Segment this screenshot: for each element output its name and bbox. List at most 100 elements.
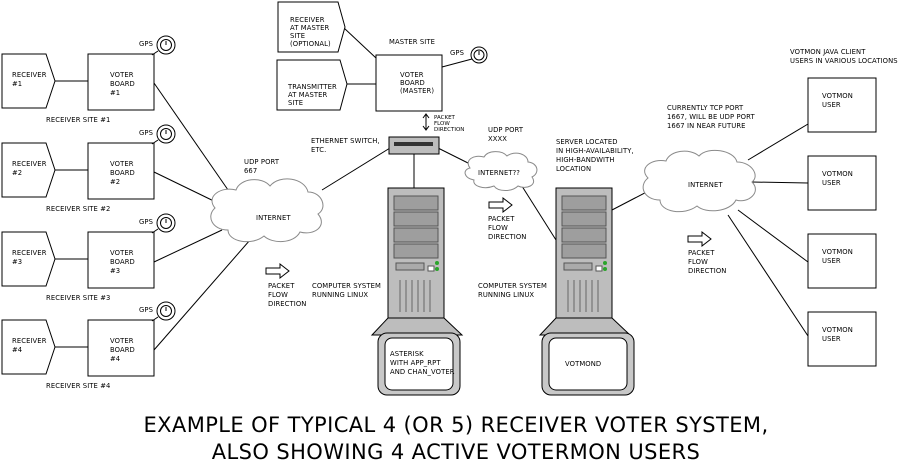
tcp-port-label: CURRENTLY TCP PORT 1667, WILL BE UDP POR… <box>667 104 757 130</box>
link-voter2-internet <box>153 171 223 206</box>
internet-right-label: INTERNET <box>688 181 723 189</box>
server-location-label: SERVER LOCATED IN HIGH-AVAILABILITY, HIG… <box>556 138 636 173</box>
voter-board-box <box>87 319 155 377</box>
votmon-user-box <box>807 311 877 367</box>
udp-port-left-label: UDP PORT 667 <box>244 158 281 175</box>
votmon-user-box <box>807 233 877 289</box>
votmon-user-box <box>807 155 877 211</box>
udp-port-mid-label: UDP PORT XXXX <box>488 126 525 143</box>
link-internet-switch <box>321 147 391 191</box>
gps-icon <box>151 301 176 322</box>
server-base-right <box>538 317 632 336</box>
right-arrow-icon <box>687 230 712 248</box>
flow-right-label: PACKET FLOW DIRECTION <box>688 249 727 275</box>
flow-arrow-right: PACKET FLOW DIRECTION <box>687 230 727 275</box>
link-internet-mid-server <box>519 182 557 241</box>
master-gps-icon <box>470 46 488 64</box>
internet-cloud-right: INTERNET <box>642 149 756 213</box>
computer-mid-label: COMPUTER SYSTEM RUNNING LINUX <box>478 282 549 299</box>
link-internet-user1 <box>747 123 809 161</box>
link-voter4-internet <box>153 239 251 351</box>
asterisk-screen <box>384 337 454 391</box>
votmond-screen <box>548 337 628 391</box>
asterisk-label: ASTERISK WITH APP_RPT AND CHAN_VOTER <box>390 350 455 376</box>
caption-line-2: ALSO SHOWING 4 ACTIVE VOTERMON USERS <box>212 440 700 464</box>
gps-icon <box>151 35 176 56</box>
master-receiver-label: RECEIVER AT MASTER SITE (OPTIONAL) <box>290 16 332 48</box>
flow-left-label: PACKET FLOW DIRECTION <box>268 282 307 308</box>
right-arrow-icon <box>488 196 513 214</box>
monitor-right: VOTMOND <box>541 332 635 396</box>
gps-icon <box>151 213 176 234</box>
receiver-box <box>1 319 56 375</box>
link-master-gps <box>441 58 473 68</box>
internet-cloud-left: INTERNET <box>210 178 324 243</box>
server-right <box>538 187 632 336</box>
internet-left-label: INTERNET <box>256 214 291 222</box>
right-arrow-icon <box>265 262 290 280</box>
link-internet-user4 <box>727 214 809 337</box>
link-internet-user2 <box>751 181 809 184</box>
flow-mid-label: PACKET FLOW DIRECTION <box>488 215 527 241</box>
receiver-label: RECEIVER#4 <box>12 337 47 354</box>
link-internet-user3 <box>737 209 809 263</box>
receiver-box <box>1 53 56 109</box>
master-site: RECEIVER AT MASTER SITE (OPTIONAL) TRANS… <box>276 1 488 133</box>
receiver-label: RECEIVER#3 <box>12 249 47 266</box>
receiver-label: RECEIVER#2 <box>12 160 47 177</box>
monitor-left: ASTERISK WITH APP_RPT AND CHAN_VOTER <box>377 332 461 396</box>
voter-board-box <box>87 231 155 289</box>
voter-board-box <box>87 53 155 111</box>
server-base-left <box>370 317 464 336</box>
votmond-label: VOTMOND <box>565 360 601 368</box>
master-receiver-box <box>277 1 346 53</box>
link-switch-internet-mid <box>437 147 473 166</box>
caption-line-1: EXAMPLE OF TYPICAL 4 (OR 5) RECEIVER VOT… <box>143 413 768 437</box>
receiver-site-label: RECEIVER SITE #4 <box>46 382 110 390</box>
receiver-box <box>1 231 56 287</box>
master-site-title: MASTER SITE <box>389 38 435 46</box>
receiver-site-label: RECEIVER SITE #1 <box>46 116 110 124</box>
receiver-site-label: RECEIVER SITE #2 <box>46 205 110 213</box>
link-voter1-internet <box>153 82 236 201</box>
gps-label: GPS <box>139 40 153 48</box>
link-master-receiver <box>343 27 377 59</box>
updown-arrow-icon <box>422 113 430 131</box>
connection-lines <box>153 27 809 351</box>
master-transmitter-box <box>276 59 348 111</box>
master-transmitter-label: TRANSMITTER AT MASTER SITE <box>287 83 339 107</box>
gps-icon <box>151 124 176 145</box>
flow-arrow-mid: PACKET FLOW DIRECTION <box>488 196 527 241</box>
computer-left-label: COMPUTER SYSTEM RUNNING LINUX <box>312 282 383 299</box>
server-left <box>370 187 464 336</box>
gps-label: GPS <box>139 218 153 226</box>
master-flow-label: PACKET FLOW DIRECTION <box>434 115 464 133</box>
receiver-box <box>1 142 56 198</box>
switch-label: ETHERNET SWITCH, ETC. <box>311 137 382 154</box>
receiver-label: RECEIVER#1 <box>12 71 47 88</box>
votmon-clients-label: VOTMON JAVA CLIENT USERS IN VARIOUS LOCA… <box>790 48 898 65</box>
master-voter-label: VOTER BOARD (MASTER) <box>400 71 434 95</box>
flow-arrow-left: PACKET FLOW DIRECTION <box>265 262 307 308</box>
gps-label: GPS <box>139 129 153 137</box>
ethernet-switch: ETHERNET SWITCH, ETC. <box>311 136 440 155</box>
link-voter3-internet <box>153 229 223 263</box>
